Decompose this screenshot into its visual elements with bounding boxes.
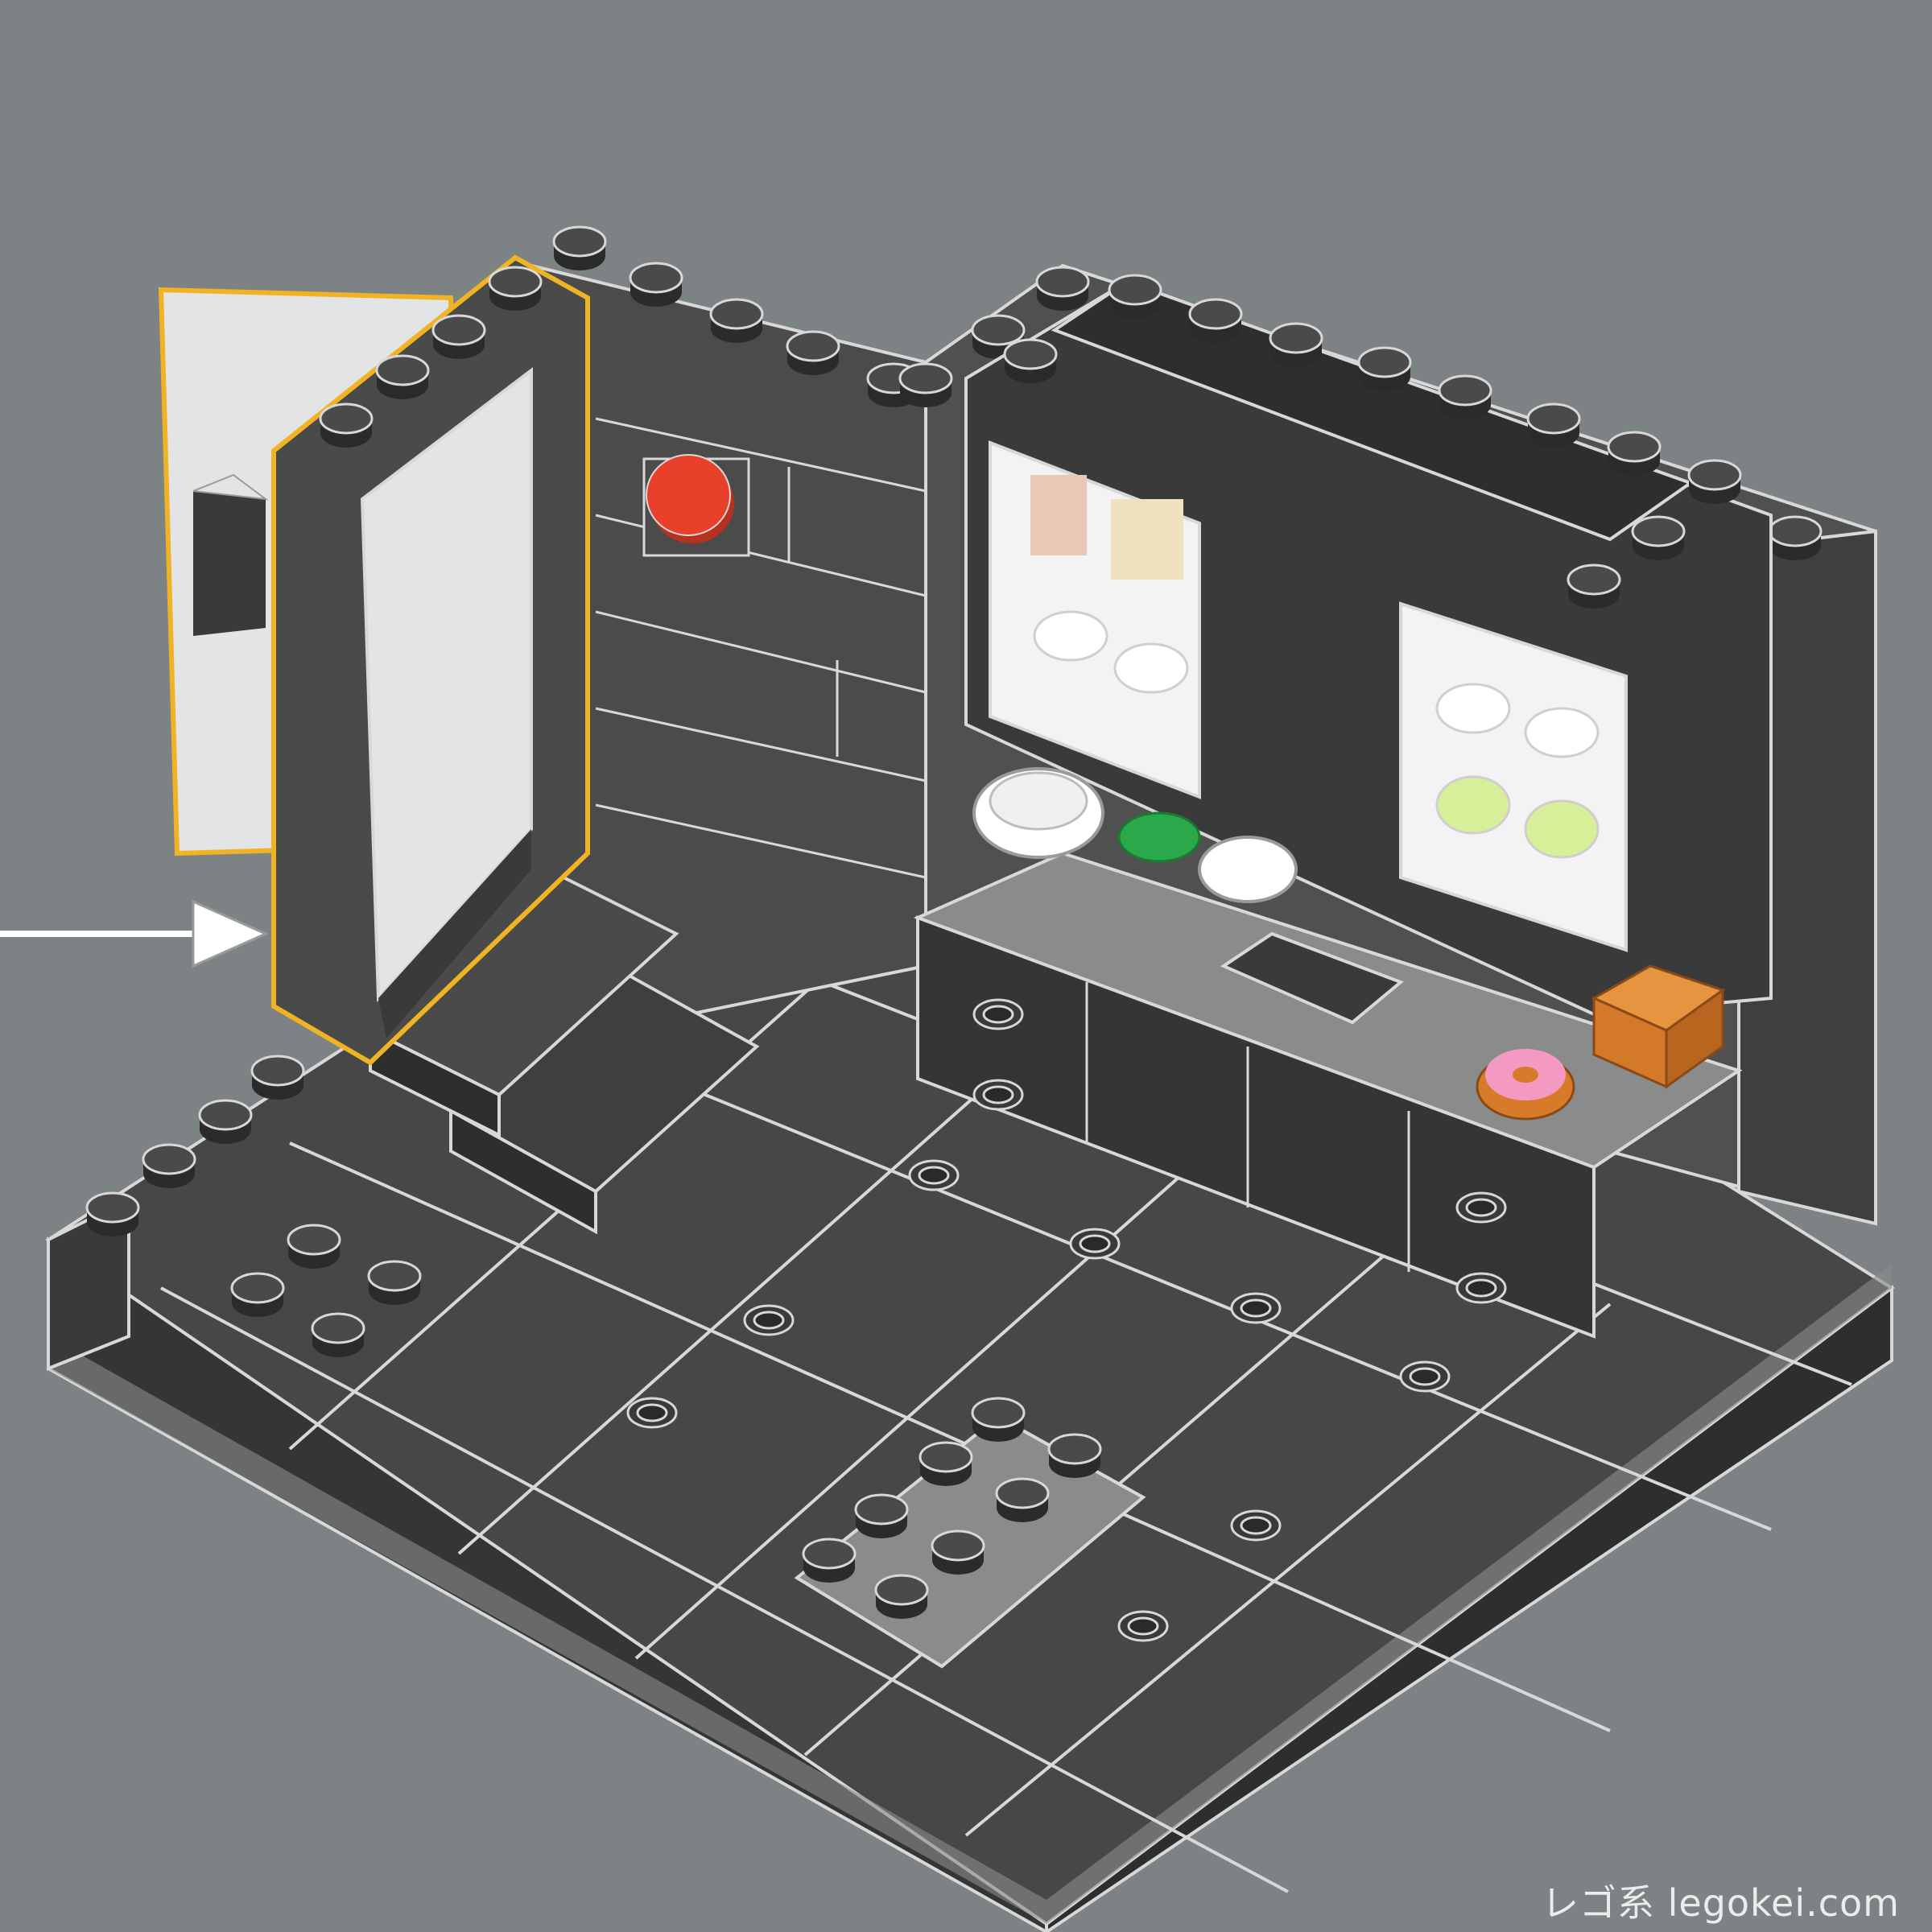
- donut-tile: [1476, 1049, 1575, 1121]
- orange-box: [1591, 964, 1726, 1089]
- door-frame: [271, 254, 590, 1066]
- corner-studs: [47, 1055, 422, 1371]
- white-round-tile: [1198, 836, 1298, 903]
- floor-stud-patch: [794, 1397, 1146, 1669]
- white-bowl: [972, 767, 1104, 859]
- sink: [1220, 931, 1404, 1025]
- stairs: [367, 867, 760, 1235]
- site-watermark: レゴ系 legokei.com: [1542, 1881, 1900, 1925]
- cabinet-window-right: [1399, 601, 1628, 952]
- red-round-tile: [642, 454, 750, 557]
- green-bowl: [1117, 811, 1201, 863]
- cabinet-window-left: [989, 440, 1201, 799]
- upper-cabinets: [964, 274, 1773, 1017]
- arrow-right-icon: [0, 899, 269, 968]
